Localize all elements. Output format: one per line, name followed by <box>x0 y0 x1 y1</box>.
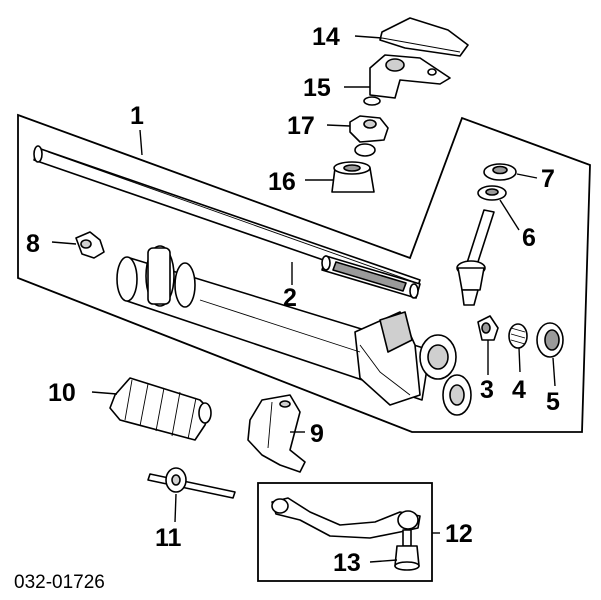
part-3-nut <box>477 315 499 341</box>
part-8-clip <box>75 231 105 259</box>
callout-7: 7 <box>541 165 555 193</box>
callout-4: 4 <box>512 376 526 404</box>
callout-15: 15 <box>303 74 331 102</box>
tie-rod-end-box <box>257 482 433 582</box>
part-7-washer <box>483 163 517 181</box>
callout-2: 2 <box>283 284 297 312</box>
part-17-bearing <box>349 115 389 157</box>
callout-13: 13 <box>333 549 361 577</box>
part-4-spring <box>508 323 528 349</box>
part-9-bracket <box>247 394 306 473</box>
part-1-rod <box>33 145 421 293</box>
callout-1: 1 <box>130 102 144 130</box>
part-10-boot <box>109 377 212 441</box>
rack-housing <box>116 245 472 416</box>
callout-16: 16 <box>268 168 296 196</box>
part-11-tie-rod <box>147 467 236 499</box>
part-13-stud <box>394 529 420 571</box>
leader-lines <box>51 35 556 563</box>
part-15-bracket <box>363 54 451 106</box>
pinion-shaft <box>456 209 495 306</box>
part-12-tie-rod-end <box>271 497 421 539</box>
reference-code: 032-01726 <box>14 572 105 593</box>
callout-11: 11 <box>155 524 182 552</box>
callout-14: 14 <box>312 23 340 51</box>
callout-9: 9 <box>310 420 324 448</box>
callout-5: 5 <box>546 388 560 416</box>
callout-3: 3 <box>480 376 494 404</box>
callout-12: 12 <box>445 520 473 548</box>
part-6-washer <box>477 185 507 201</box>
callout-17: 17 <box>287 112 315 140</box>
callout-8: 8 <box>26 230 40 258</box>
assembly-frame <box>17 113 591 433</box>
part-5-seal <box>536 322 564 358</box>
part-2-rack <box>321 255 421 299</box>
callout-10: 10 <box>48 379 76 407</box>
callout-6: 6 <box>522 224 536 252</box>
part-14-cover <box>379 17 469 57</box>
part-16-bushing <box>331 161 375 193</box>
